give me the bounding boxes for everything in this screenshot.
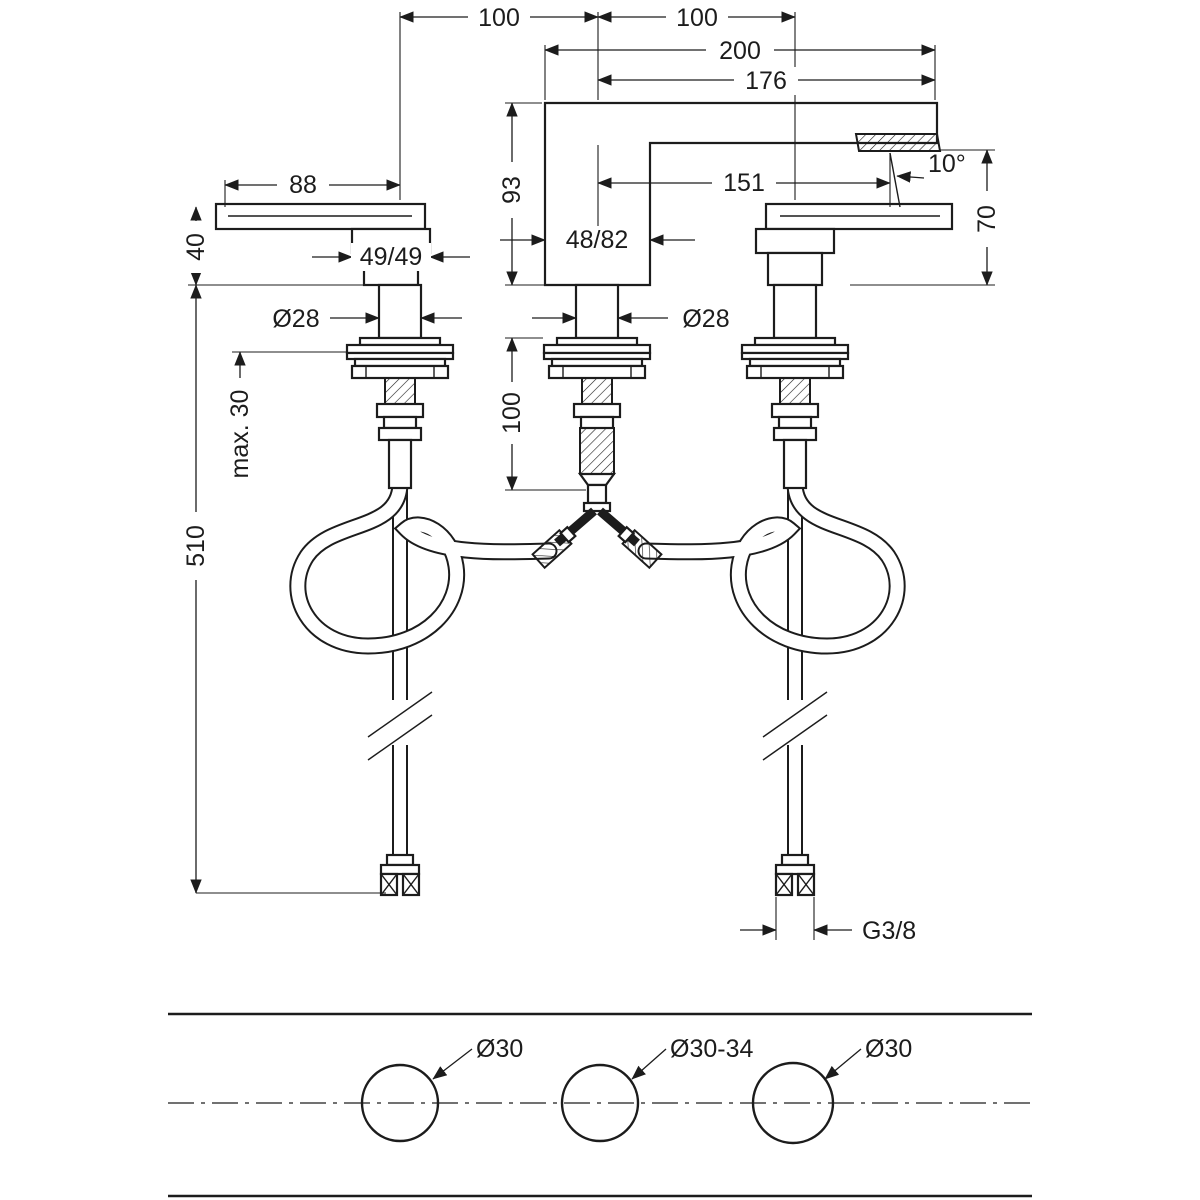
pipe-break-mark [367, 714, 433, 761]
dim-body-size: 48/82 [566, 226, 629, 254]
left-mounting-set [345, 336, 455, 490]
dim-spout-to-tip: 176 [745, 67, 787, 95]
hole-right [751, 1061, 835, 1145]
hole-center-label: Ø30-34 [670, 1035, 753, 1063]
hole-right-leader [824, 1048, 862, 1080]
right-handle [754, 202, 954, 340]
dim-handle-dia: Ø28 [272, 305, 319, 333]
dim-max-thickness: max. 30 [226, 390, 254, 479]
dim-handle-body: 49/49 [360, 243, 423, 271]
hole-center-leader [631, 1048, 667, 1080]
center-escutcheon [542, 336, 652, 419]
dim-total-width: 200 [719, 37, 761, 65]
dim-spout-reach: 151 [723, 169, 765, 197]
left-valve-tail [377, 415, 423, 490]
center-mounting-set [542, 336, 652, 513]
extension-lines [188, 12, 995, 940]
dim-spout-height: 93 [498, 176, 526, 204]
supply-pipes [367, 487, 828, 855]
right-handle-stem [772, 283, 818, 340]
right-valve-tail [772, 415, 818, 490]
dim-thread: G3/8 [862, 917, 916, 945]
dim-spacing-left: 100 [478, 4, 520, 32]
center-stem [574, 283, 620, 340]
hole-center [560, 1063, 640, 1143]
right-handle-body [766, 251, 824, 287]
dim-outlet-height: 70 [973, 205, 1001, 233]
hose-tee [531, 507, 663, 570]
dim-spray-angle: 10° [928, 150, 966, 178]
hole-pattern-panel: Ø30 Ø30-34 Ø30 [168, 1012, 1032, 1198]
dim-spacing-right: 100 [676, 4, 718, 32]
pipe-break-mark [762, 714, 828, 761]
dimension-labels: 100 100 200 176 88 151 10° 93 70 40 510 [182, 4, 1001, 945]
dim-handle-length: 88 [289, 171, 317, 199]
flex-hoses [289, 453, 906, 655]
right-escutcheon [740, 336, 850, 419]
spray-angle-arrow [896, 171, 925, 183]
hole-left-leader [432, 1048, 473, 1080]
hole-right-label: Ø30 [865, 1035, 912, 1063]
dim-supply-length: 510 [182, 525, 210, 567]
hole-left-label: Ø30 [476, 1035, 523, 1063]
left-pipe-foot [379, 853, 421, 897]
dim-hose-length: 100 [498, 392, 526, 434]
spray-angle-line [889, 152, 901, 208]
left-handle-stem [377, 283, 423, 340]
left-escutcheon [345, 336, 455, 419]
hole-left [360, 1063, 440, 1143]
dim-handle-height: 40 [182, 233, 210, 261]
pipe-break-mark [762, 691, 828, 738]
aerator-hatch [854, 133, 942, 152]
dim-body-dia: Ø28 [682, 305, 729, 333]
right-mounting-set [740, 336, 850, 490]
right-handle-base [754, 227, 836, 255]
center-connector-knurl [579, 427, 615, 475]
pipe-break-mark [367, 691, 433, 738]
right-pipe-foot [774, 853, 816, 897]
